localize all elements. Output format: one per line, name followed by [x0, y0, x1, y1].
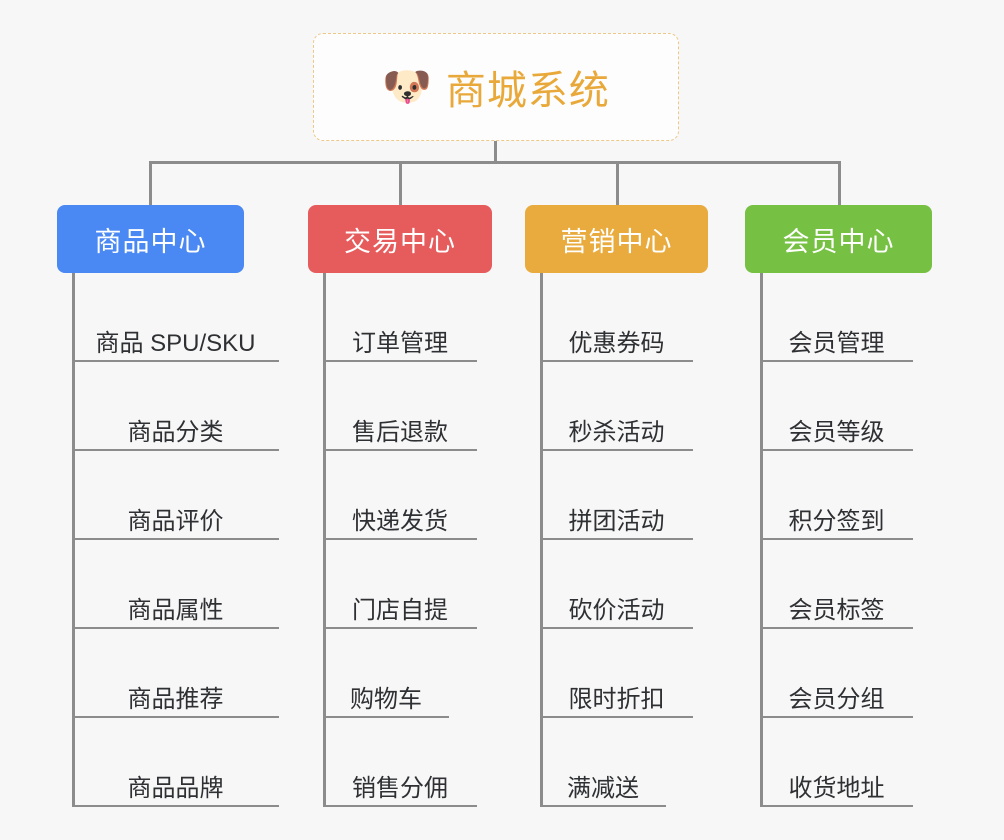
- leaf-stem: [323, 273, 326, 807]
- leaf-label: 销售分佣: [352, 774, 448, 802]
- leaf-label: 商品评价: [127, 507, 224, 535]
- leaf-item-product-category[interactable]: 商品分类: [72, 362, 279, 451]
- leaf-item-product-attribute[interactable]: 商品属性: [72, 540, 279, 629]
- leaf-label: 秒杀活动: [568, 418, 665, 446]
- category-box-trade-center[interactable]: 交易中心: [308, 205, 492, 273]
- category-box-marketing-center[interactable]: 营销中心: [525, 205, 708, 273]
- leaf-item-points-checkin[interactable]: 积分签到: [760, 451, 913, 540]
- root-stem-connector: [494, 141, 497, 163]
- leaf-stem: [540, 273, 543, 807]
- category-box-product-center[interactable]: 商品中心: [57, 205, 244, 273]
- leaf-item-member-level[interactable]: 会员等级: [760, 362, 913, 451]
- leaf-label: 商品品牌: [127, 774, 224, 802]
- category-label: 交易中心: [344, 226, 456, 257]
- leaf-item-coupon-code[interactable]: 优惠券码: [540, 273, 693, 362]
- leaf-item-member-tag[interactable]: 会员标签: [760, 540, 913, 629]
- leaf-item-member-management[interactable]: 会员管理: [760, 273, 913, 362]
- leaf-item-product-spu-sku[interactable]: 商品 SPU/SKU: [72, 273, 279, 362]
- leaf-item-bargain[interactable]: 砍价活动: [540, 540, 693, 629]
- leaf-label: 会员等级: [788, 418, 885, 446]
- leaf-item-group-buy[interactable]: 拼团活动: [540, 451, 693, 540]
- root-title: 商城系统: [445, 69, 610, 113]
- leaf-label: 满减送: [567, 774, 639, 802]
- leaf-label: 售后退款: [352, 418, 448, 446]
- leaf-label: 商品 SPU/SKU: [95, 329, 256, 357]
- leaf-item-full-reduction-gift[interactable]: 满减送: [540, 718, 666, 807]
- leaf-label: 优惠券码: [568, 329, 665, 357]
- branch-drop-connector-3: [616, 161, 619, 205]
- leaf-item-sales-commission[interactable]: 销售分佣: [323, 718, 477, 807]
- leaf-item-product-recommend[interactable]: 商品推荐: [72, 629, 279, 718]
- leaf-label: 商品推荐: [127, 685, 224, 713]
- leaf-label: 积分签到: [788, 507, 885, 535]
- leaf-label: 砍价活动: [568, 596, 665, 624]
- category-label: 会员中心: [782, 226, 895, 257]
- leaf-item-store-pickup[interactable]: 门店自提: [323, 540, 477, 629]
- category-box-member-center[interactable]: 会员中心: [745, 205, 932, 273]
- branch-drop-connector-4: [838, 161, 841, 205]
- category-label: 商品中心: [94, 226, 207, 257]
- leaf-item-flash-sale[interactable]: 秒杀活动: [540, 362, 693, 451]
- leaf-item-after-sale-refund[interactable]: 售后退款: [323, 362, 477, 451]
- leaf-label: 会员分组: [788, 685, 885, 713]
- leaf-label: 限时折扣: [568, 685, 665, 713]
- leaf-item-member-group[interactable]: 会员分组: [760, 629, 913, 718]
- dog-face-icon: 🐶: [382, 65, 432, 109]
- branch-drop-connector-2: [399, 161, 402, 205]
- branch-drop-connector-1: [149, 161, 152, 205]
- leaf-stem: [72, 273, 75, 807]
- category-label: 营销中心: [560, 226, 673, 257]
- leaf-item-order-management[interactable]: 订单管理: [323, 273, 477, 362]
- leaf-label: 会员管理: [788, 329, 885, 357]
- leaf-label: 收货地址: [788, 774, 885, 802]
- leaf-item-express-shipping[interactable]: 快递发货: [323, 451, 477, 540]
- root-node[interactable]: 🐶 商城系统: [313, 33, 679, 141]
- leaf-item-shopping-cart[interactable]: 购物车: [323, 629, 449, 718]
- leaf-label: 商品分类: [127, 418, 224, 446]
- leaf-label: 会员标签: [788, 596, 885, 624]
- branch-bus-connector: [149, 161, 841, 164]
- leaf-item-shipping-address[interactable]: 收货地址: [760, 718, 913, 807]
- leaf-label: 快递发货: [352, 507, 448, 535]
- leaf-label: 拼团活动: [568, 507, 665, 535]
- leaf-label: 商品属性: [127, 596, 224, 624]
- leaf-label: 订单管理: [352, 329, 448, 357]
- leaf-item-product-review[interactable]: 商品评价: [72, 451, 279, 540]
- leaf-label: 门店自提: [352, 596, 448, 624]
- leaf-stem: [760, 273, 763, 807]
- leaf-item-product-brand[interactable]: 商品品牌: [72, 718, 279, 807]
- leaf-label: 购物车: [350, 685, 422, 713]
- leaf-item-limited-discount[interactable]: 限时折扣: [540, 629, 693, 718]
